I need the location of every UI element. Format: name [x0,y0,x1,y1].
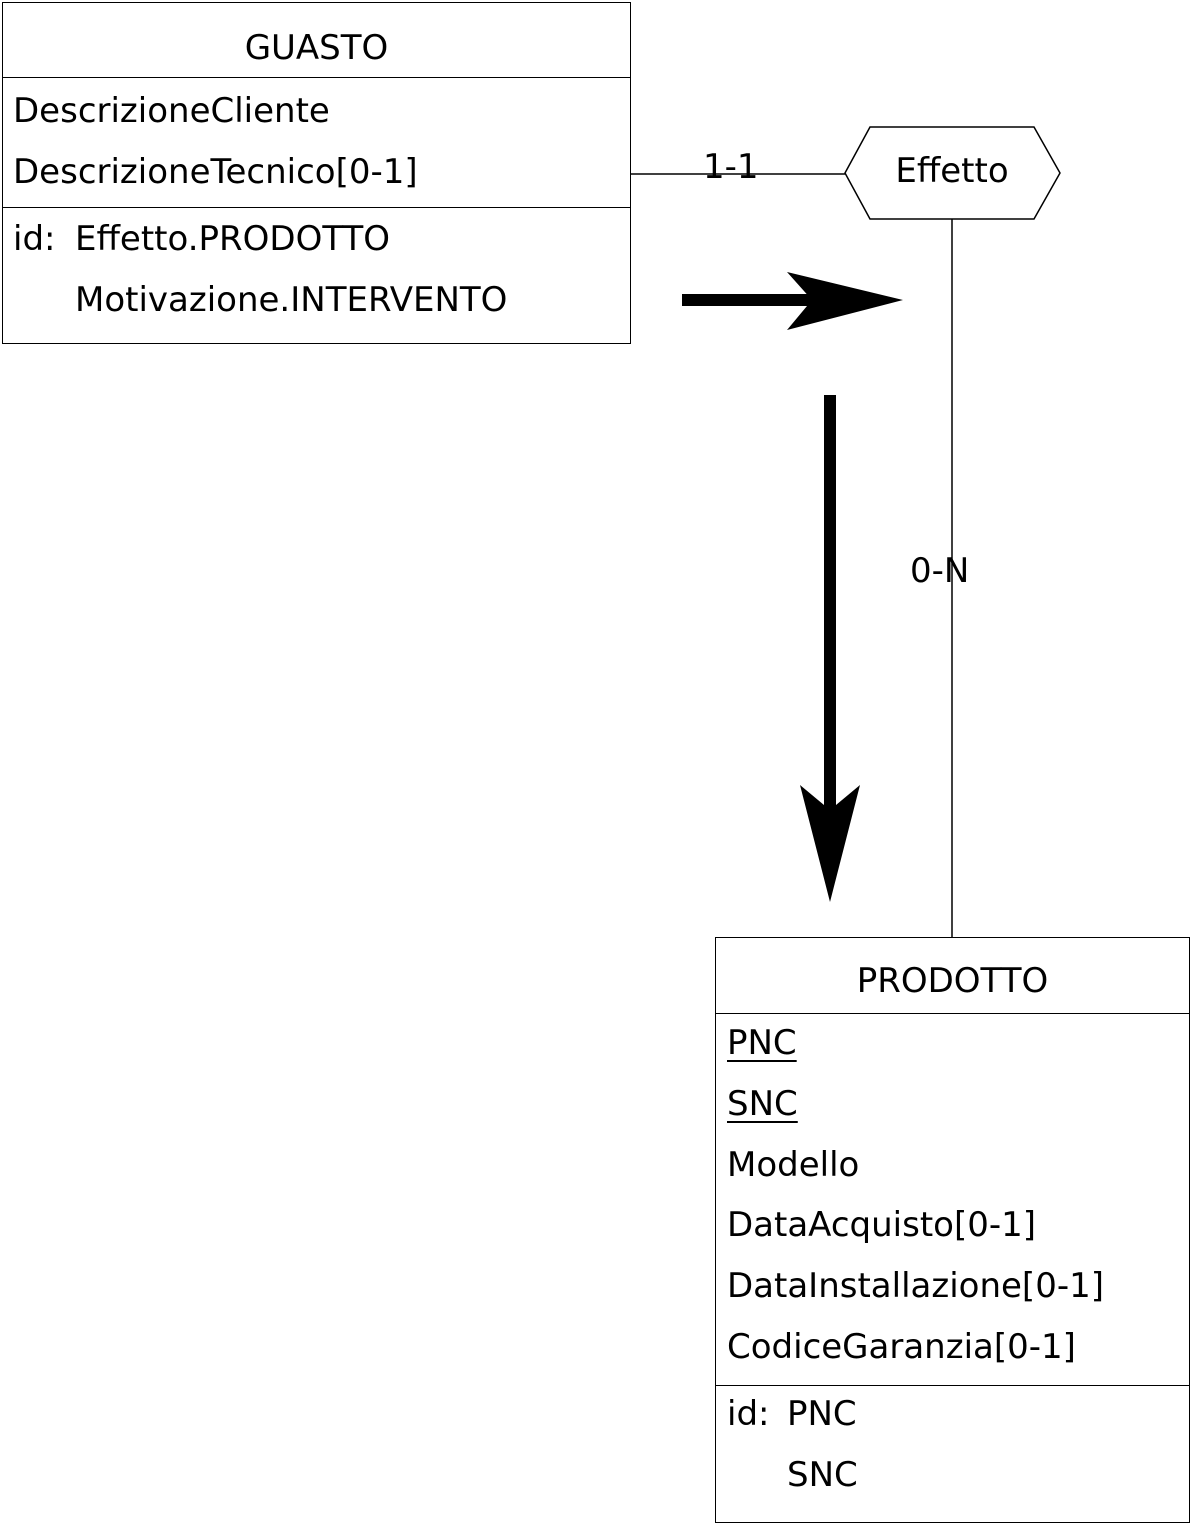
cardinality-prodotto: 0-N [910,551,970,591]
guasto-attribute: DescrizioneTecnico[0-1] [13,152,418,192]
down-arrow [800,395,860,902]
prodotto-attribute-key: SNC [727,1084,798,1124]
entity-prodotto-title: PRODOTTO [856,961,1049,1001]
cardinality-guasto: 1-1 [703,147,759,187]
entity-guasto-header-divider [3,77,630,78]
entity-guasto-title: GUASTO [244,28,389,68]
guasto-id-prefix: id: [13,219,56,259]
entity-prodotto-id-divider [716,1385,1189,1386]
guasto-identifier-part: Motivazione.INTERVENTO [75,280,508,320]
effetto-relationship-hexagon[interactable] [844,126,1061,220]
prodotto-identifier-part: PNC [787,1394,857,1434]
entity-prodotto-header-divider [716,1013,1189,1014]
effetto-relationship-label: Effetto [895,151,1009,191]
prodotto-attribute: DataAcquisto[0-1] [727,1205,1037,1245]
guasto-identifier-part: Effetto.PRODOTTO [75,219,391,259]
entity-guasto-id-divider [3,207,630,208]
prodotto-attribute: CodiceGaranzia[0-1] [727,1327,1076,1367]
guasto-attribute: DescrizioneCliente [13,91,330,131]
right-arrow [682,272,903,330]
prodotto-attribute: DataInstallazione[0-1] [727,1266,1104,1306]
prodotto-identifier-part: SNC [787,1455,858,1495]
entity-guasto[interactable]: GUASTO DescrizioneCliente DescrizioneTec… [2,2,631,344]
prodotto-attribute-key: PNC [727,1023,797,1063]
prodotto-attribute: Modello [727,1145,860,1185]
entity-prodotto[interactable]: PRODOTTO PNC SNC Modello DataAcquisto[0-… [715,937,1190,1523]
prodotto-id-prefix: id: [727,1394,770,1434]
